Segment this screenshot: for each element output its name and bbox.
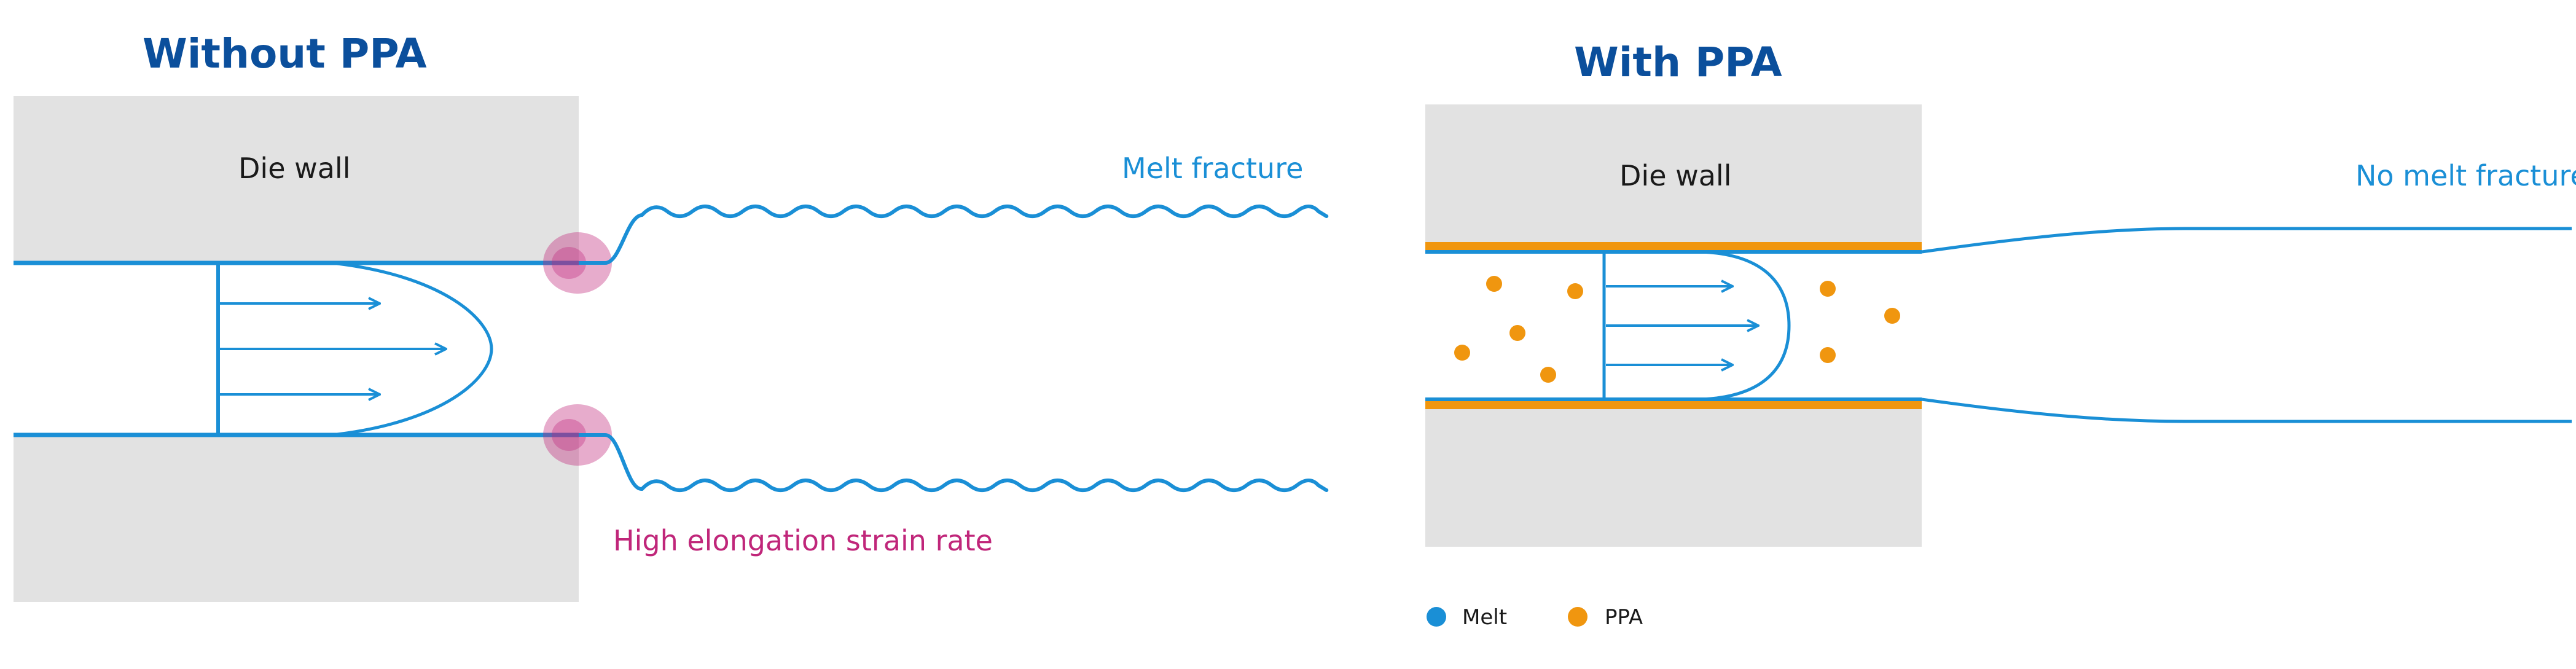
smooth-extrudate-top (1921, 227, 2572, 254)
legend-melt-swatch (1427, 607, 1446, 627)
right-title: With PPA (1574, 39, 1782, 86)
ppa-particle (1820, 347, 1836, 363)
melt-fracture-label: Melt fracture (1122, 152, 1303, 185)
legend-ppa-label: PPA (1605, 605, 1643, 630)
smooth-extrudate-bottom (1921, 397, 2572, 423)
ppa-particle (1454, 345, 1470, 361)
right-die-wall-top (1425, 104, 1922, 243)
right-die-wall-label: Die wall (1619, 159, 1732, 192)
strain-rate-label: High elongation strain rate (613, 524, 993, 557)
ppa-coating-bottom (1425, 401, 1922, 409)
melt-fracture-wave-bottom (579, 433, 1329, 492)
right-panel: With PPA Die wall No melt fracture M (1425, 39, 2576, 630)
left-velocity-profile (218, 261, 493, 437)
ppa-particle (1884, 308, 1900, 324)
left-die-wall-top (14, 96, 579, 263)
legend: Melt PPA (1427, 605, 1643, 630)
ppa-particle (1820, 281, 1836, 297)
ppa-particle (1509, 325, 1525, 341)
no-melt-fracture-label: No melt fracture (2355, 159, 2576, 192)
left-panel: Without PPA Die wall Melt fracture High … (14, 30, 1329, 602)
legend-ppa-swatch (1568, 607, 1587, 627)
ppa-particle (1540, 367, 1556, 383)
left-die-wall-label: Die wall (238, 152, 351, 185)
legend-melt-label: Melt (1462, 605, 1507, 630)
stress-spot-bottom (543, 404, 612, 466)
ppa-coating-top (1425, 242, 1922, 250)
left-die-wall-bottom (14, 435, 579, 602)
stress-spot-top (543, 232, 612, 294)
right-velocity-profile (1604, 250, 1791, 401)
left-title: Without PPA (143, 30, 427, 77)
melt-fracture-wave-top (579, 205, 1329, 265)
ppa-particle (1486, 276, 1502, 292)
right-die-wall-bottom (1425, 408, 1922, 547)
ppa-particle (1567, 283, 1583, 299)
